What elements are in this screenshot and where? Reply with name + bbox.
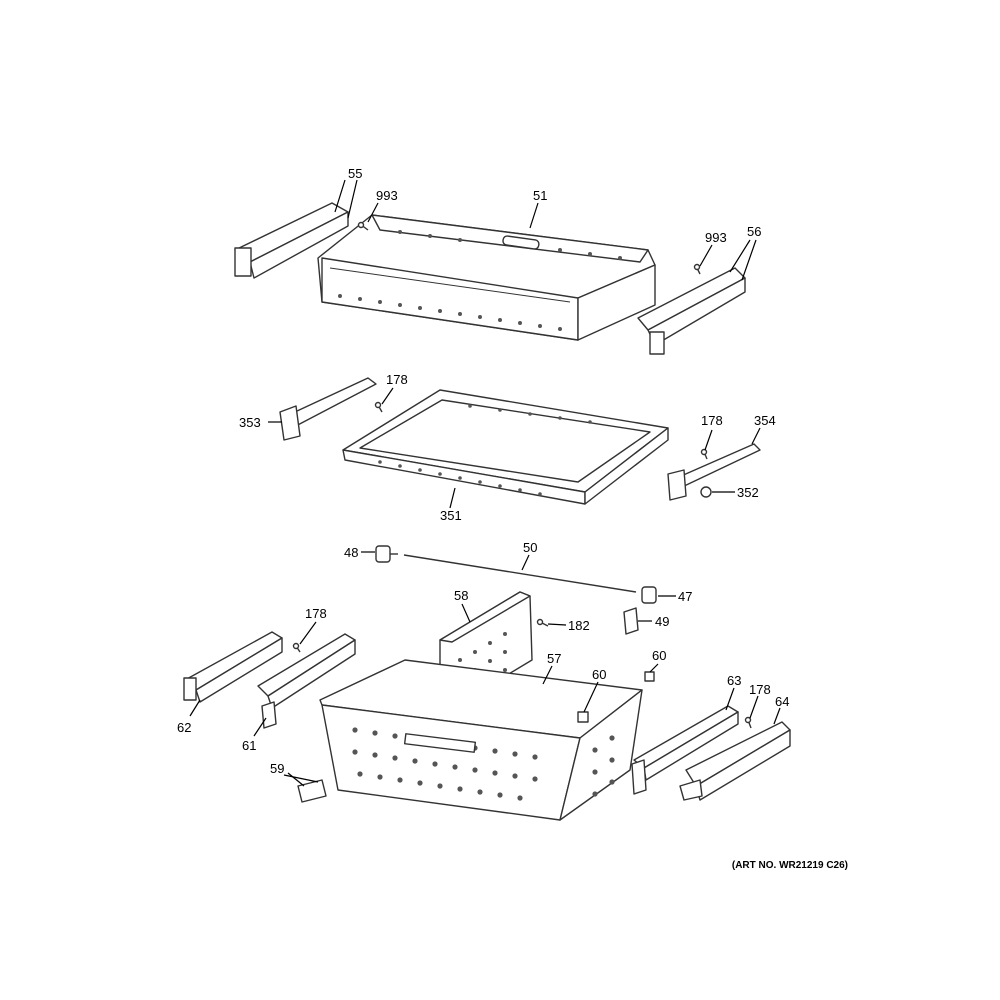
callout-51: 51	[533, 188, 547, 203]
callout-63: 63	[727, 673, 741, 688]
callout-47: 47	[678, 589, 692, 604]
rail-cover-64[interactable]	[679, 721, 791, 801]
screw-993-left[interactable]	[357, 221, 369, 231]
callout-60-inner: 60	[592, 667, 606, 682]
screw-178-b[interactable]	[700, 448, 708, 460]
middle-drawer-351[interactable]	[342, 389, 669, 505]
callout-351: 351	[440, 508, 462, 523]
callout-50: 50	[523, 540, 537, 555]
callout-48: 48	[344, 545, 358, 560]
gear-48[interactable]	[375, 545, 398, 563]
right-rail-56[interactable]	[637, 267, 746, 355]
callout-178-d: 178	[749, 682, 771, 697]
screw-178-a[interactable]	[374, 401, 383, 413]
callout-62: 62	[177, 720, 191, 735]
callout-58: 58	[454, 588, 468, 603]
callout-182: 182	[568, 618, 590, 633]
left-rail-55[interactable]	[234, 202, 349, 279]
callout-354: 354	[754, 413, 776, 428]
clip-59[interactable]	[297, 779, 327, 803]
screw-182[interactable]	[536, 618, 549, 627]
callout-64: 64	[775, 694, 789, 709]
callout-178-a: 178	[386, 372, 408, 387]
upper-drawer-51[interactable]	[317, 214, 656, 341]
callout-353: 353	[239, 415, 261, 430]
callout-56: 56	[747, 224, 761, 239]
callout-55: 55	[348, 166, 362, 181]
screw-993-right[interactable]	[693, 263, 701, 275]
callout-57: 57	[547, 651, 561, 666]
rail-61[interactable]	[257, 633, 356, 729]
callout-61: 61	[242, 738, 256, 753]
callout-178-c: 178	[305, 606, 327, 621]
bracket-49[interactable]	[623, 607, 639, 635]
callout-178-b: 178	[701, 413, 723, 428]
clip-60-top[interactable]	[644, 671, 655, 682]
callout-352: 352	[737, 485, 759, 500]
right-rail-354[interactable]	[667, 443, 761, 501]
rail-62[interactable]	[183, 631, 283, 703]
screw-178-d[interactable]	[744, 716, 752, 729]
art-number: (ART NO. WR21219 C26)	[732, 860, 848, 871]
lower-basket-57[interactable]	[319, 659, 643, 821]
callout-993-right: 993	[705, 230, 727, 245]
callout-49: 49	[655, 614, 669, 629]
gear-47[interactable]	[641, 586, 657, 604]
rail-63[interactable]	[631, 705, 739, 795]
callout-60-top: 60	[652, 648, 666, 663]
screw-178-c[interactable]	[292, 642, 301, 653]
callout-993-left: 993	[376, 188, 398, 203]
clip-60-inner[interactable]	[577, 711, 589, 723]
roller-352[interactable]	[700, 486, 712, 498]
left-rail-353[interactable]	[279, 377, 377, 441]
callout-59: 59	[270, 761, 284, 776]
shaft-50[interactable]	[403, 554, 637, 593]
